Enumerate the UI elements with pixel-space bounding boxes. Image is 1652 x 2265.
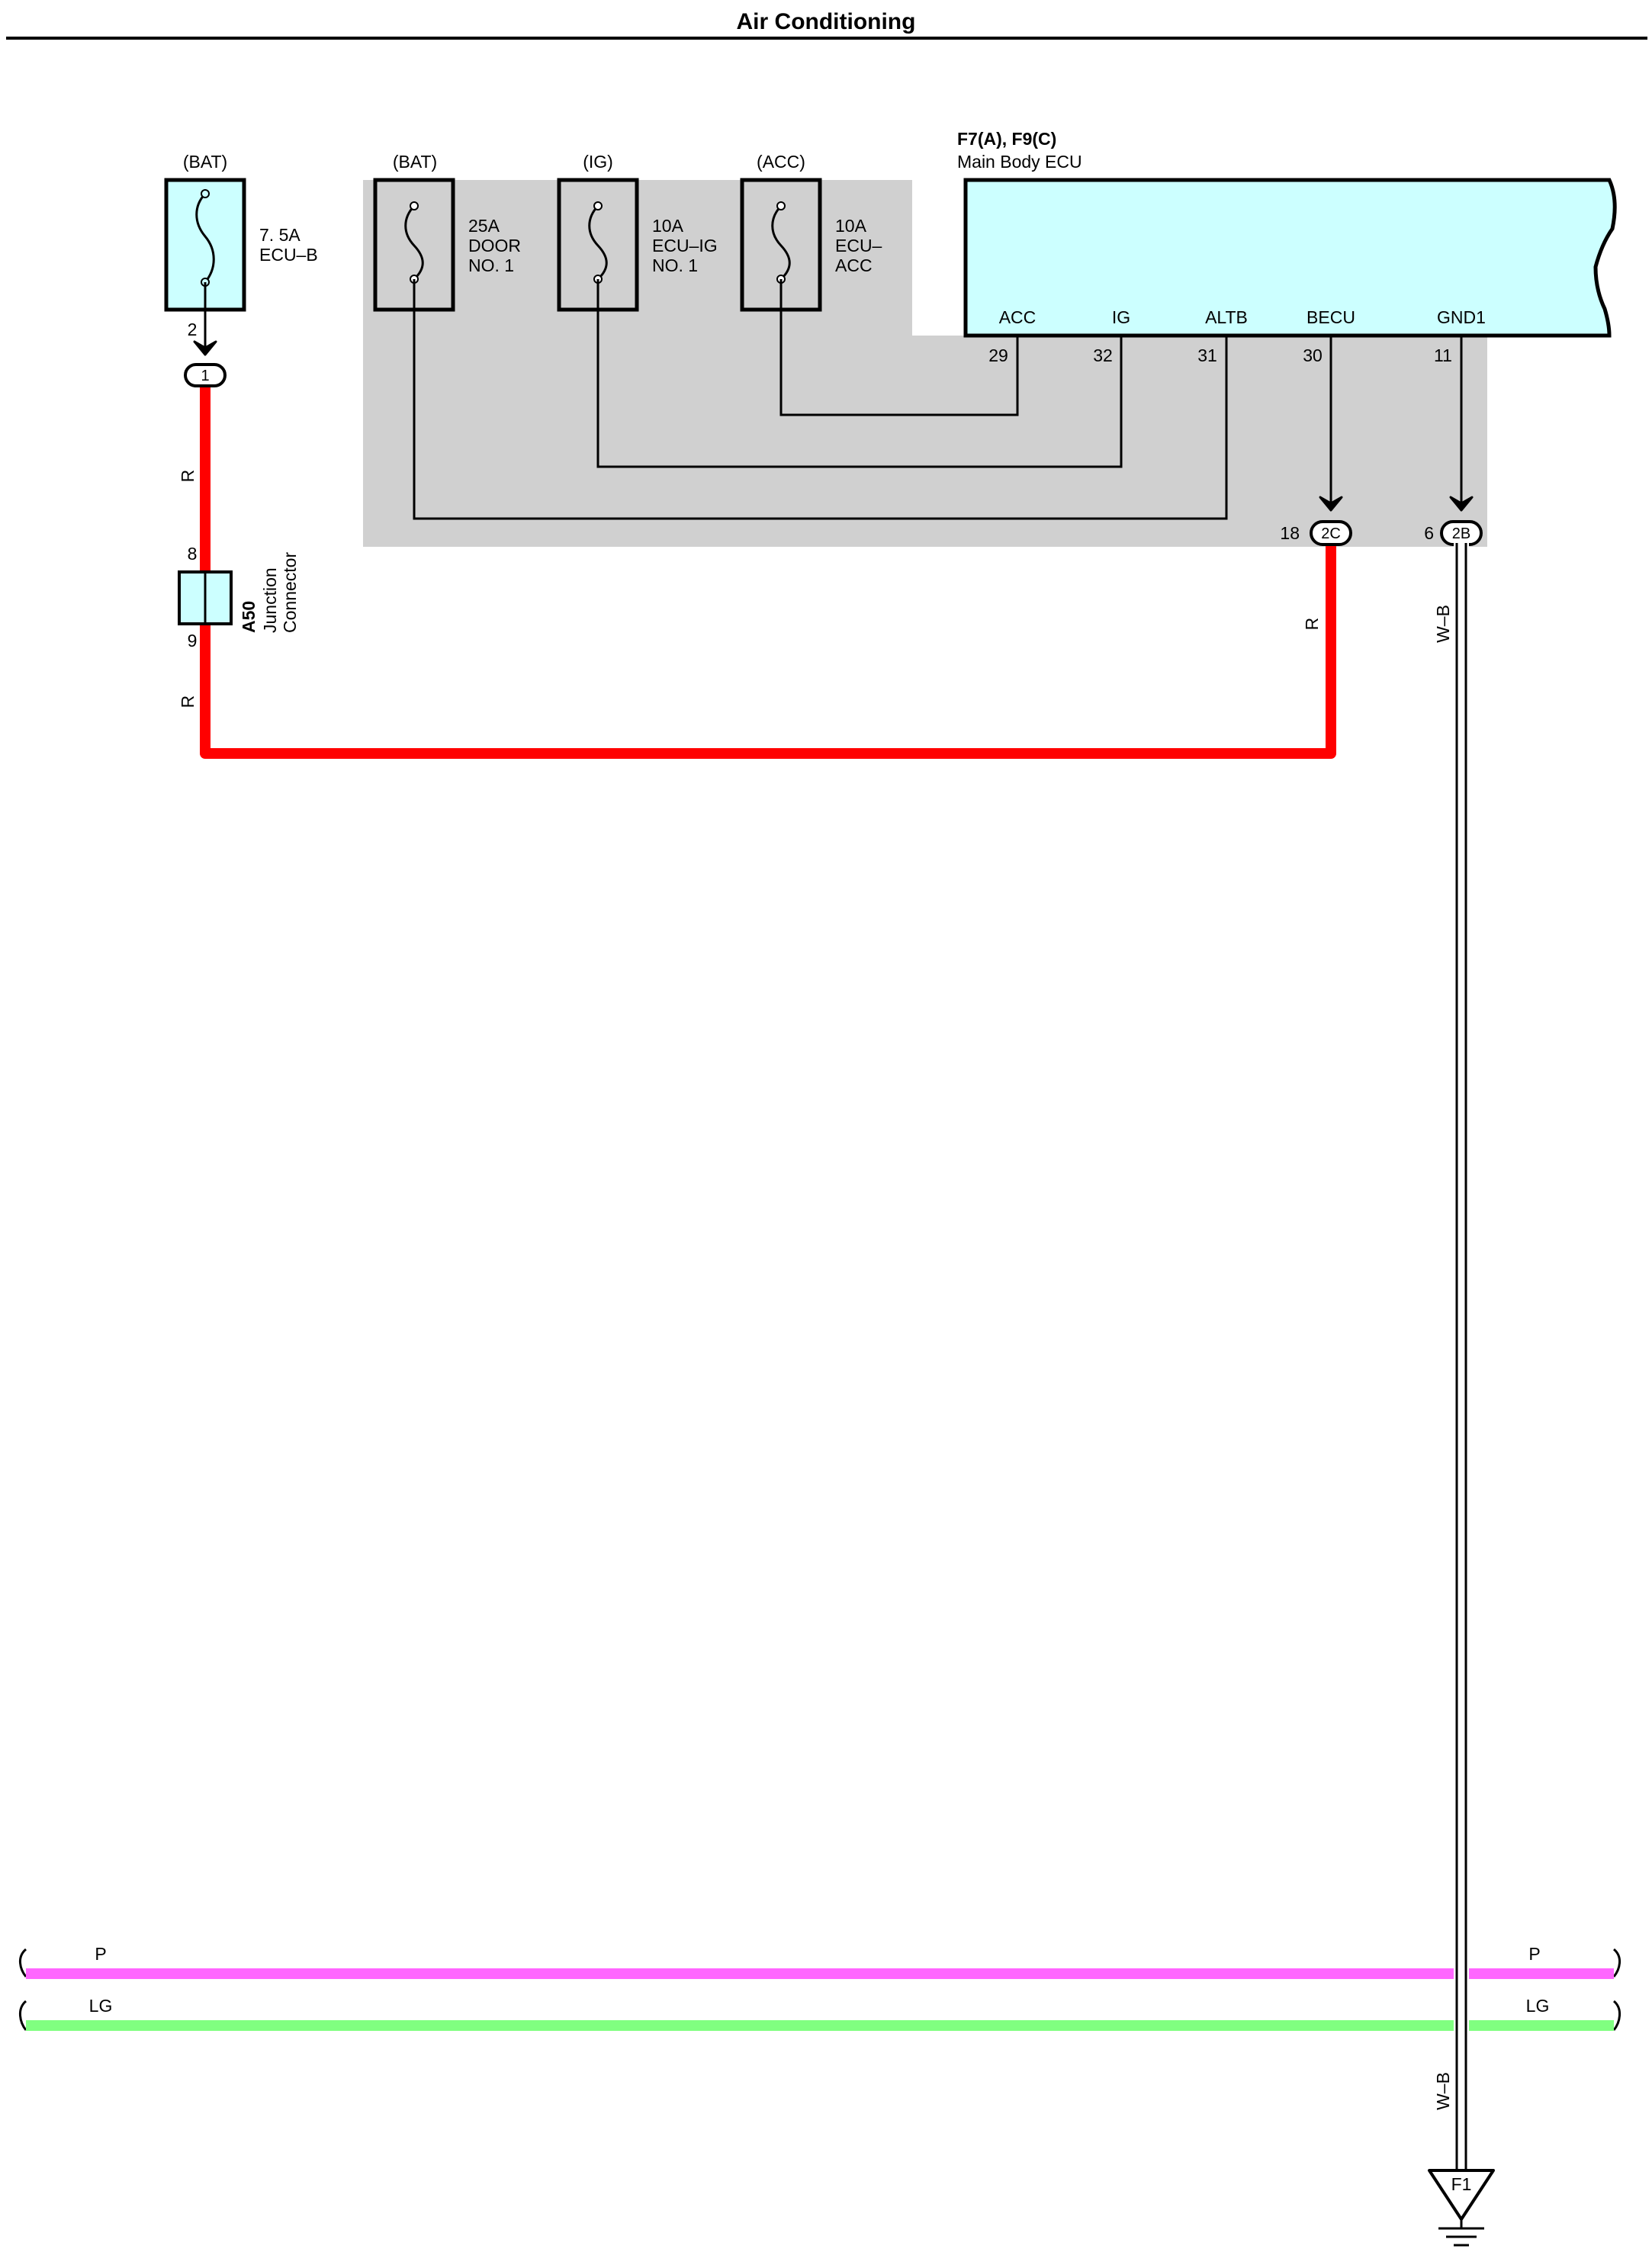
fuse-block-shade	[363, 180, 1487, 547]
fuse-terminal	[593, 201, 603, 210]
ecu-code: F7(A), F9(C)	[957, 129, 1056, 149]
ecu-terminal-gnd1: GND1	[1437, 307, 1486, 327]
fuse-symbol	[771, 204, 791, 281]
wire-color-label: P	[95, 1944, 106, 1964]
fuse-source-label: (IG)	[583, 152, 613, 172]
arrow-icon	[1319, 496, 1343, 512]
fuse-name: ECU–B	[259, 245, 318, 265]
fuse-symbol	[404, 204, 424, 281]
fuse-name: NO. 1	[468, 255, 514, 275]
ecu-pin-29: 29	[988, 345, 1008, 365]
ecu-pin-31: 31	[1197, 345, 1217, 365]
fuse-name: ACC	[835, 255, 873, 275]
fuse-source-label: (BAT)	[183, 152, 227, 172]
fuse-name: NO. 1	[652, 255, 698, 275]
fuse-symbol	[588, 204, 608, 281]
fuse-rating: 10A	[835, 216, 867, 236]
ground-triangle	[1428, 2169, 1495, 2221]
connector-id: 1	[201, 368, 209, 384]
fuse-terminal	[201, 189, 210, 198]
wire-bracket-right	[1612, 1948, 1621, 1977]
ecu-pin-32: 32	[1093, 345, 1113, 365]
fuse-rating: 10A	[652, 216, 684, 236]
connector-2c	[1310, 520, 1352, 546]
ecu-name: Main Body ECU	[957, 152, 1082, 172]
wire-bracket-right	[1612, 2000, 1621, 2031]
junction-pin-in: 8	[188, 544, 198, 564]
connector-id: 2C	[1321, 525, 1341, 542]
junction-name: Junction	[260, 567, 280, 633]
ecu-terminal-altb: ALTB	[1205, 307, 1248, 327]
fuse-out-pin: 2	[188, 320, 198, 339]
wire-bracket-left	[19, 2000, 27, 2031]
wire-ig	[596, 279, 1123, 468]
junction-code: A50	[239, 601, 259, 633]
fuse-name: ECU–IG	[652, 236, 718, 255]
connector-1	[184, 363, 227, 387]
fuse-source-label: (ACC)	[757, 152, 805, 172]
ecu-pin-30: 30	[1303, 345, 1323, 365]
ecu-terminal-becu: BECU	[1306, 307, 1355, 327]
arrow-icon	[1449, 496, 1474, 512]
connector-id: 2B	[1452, 525, 1470, 542]
wire-color-label: W–B	[1433, 605, 1453, 643]
wire-color-label: LG	[89, 1996, 113, 2016]
fuse-terminal	[776, 201, 786, 210]
arrow-icon	[193, 340, 217, 356]
fuse-source-label: (BAT)	[393, 152, 437, 172]
fuse-symbol	[195, 192, 215, 283]
wire-red-r	[200, 375, 1336, 759]
connector-pin: 18	[1280, 523, 1300, 543]
wire-color-label: W–B	[1433, 2072, 1453, 2110]
fuse-name: ECU–	[835, 236, 882, 255]
ground-label: F1	[1451, 2174, 1472, 2194]
connector-pin: 6	[1424, 523, 1434, 543]
wire-altb	[413, 279, 1228, 520]
fuse-terminal	[410, 201, 419, 210]
fuse-rating: 25A	[468, 216, 500, 236]
wire-acc	[779, 279, 1019, 416]
fuse-rating: 7. 5A	[259, 225, 301, 245]
ecu-box	[963, 178, 1617, 338]
wire-color-label: R	[178, 470, 198, 483]
wire-color-label: P	[1528, 1944, 1540, 1964]
page-title: Air Conditioning	[737, 9, 916, 34]
ecu-terminal-ig: IG	[1112, 307, 1130, 327]
wire-bracket-left	[19, 1948, 27, 1977]
junction-pin-out: 9	[188, 631, 198, 651]
wire-color-label: R	[1302, 618, 1322, 631]
junction-name: Connector	[280, 552, 300, 633]
fuse-name: DOOR	[468, 236, 521, 255]
ecu-pin-11: 11	[1434, 345, 1452, 365]
wire-color-label: R	[178, 696, 198, 708]
wire-color-label: LG	[1526, 1996, 1550, 2016]
ecu-terminal-acc: ACC	[999, 307, 1037, 327]
